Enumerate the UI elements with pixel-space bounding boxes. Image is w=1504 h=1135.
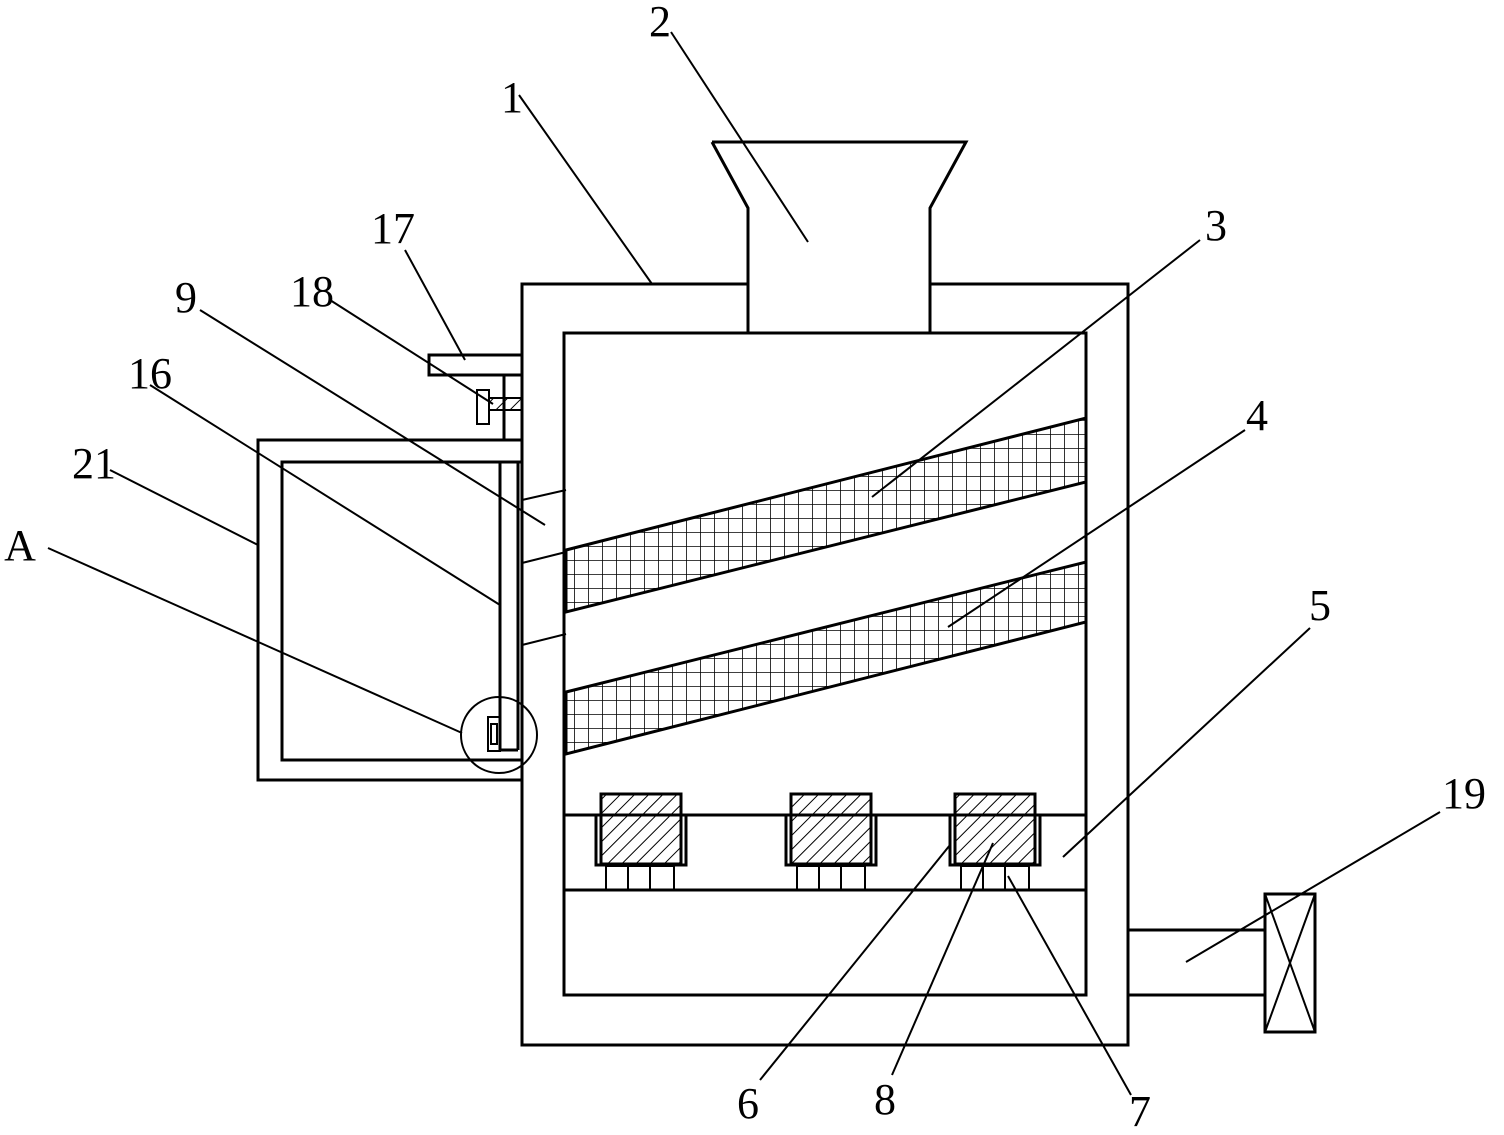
label-3: 3 [1205, 201, 1227, 250]
screen-plate-upper [521, 416, 1088, 614]
vibration-motor-2 [784, 792, 878, 891]
outer-housing [520, 282, 1130, 1047]
feed-hopper [710, 140, 969, 332]
label-6: 6 [737, 1079, 759, 1128]
screen-plate-lower [521, 560, 1088, 756]
part-labels: 1 2 3 4 5 6 8 7 9 16 17 18 19 21 A [4, 0, 1486, 1135]
label-16: 16 [128, 349, 172, 398]
label-8: 8 [874, 1075, 896, 1124]
bracket-assembly [427, 353, 524, 752]
label-1: 1 [501, 73, 523, 122]
vibration-motor-3 [948, 792, 1042, 891]
label-9: 9 [175, 273, 197, 322]
discharge-pipe [1128, 892, 1317, 1034]
label-7: 7 [1129, 1087, 1151, 1135]
label-21: 21 [72, 439, 116, 488]
label-4: 4 [1246, 391, 1268, 440]
detail-a [460, 696, 538, 774]
label-18: 18 [290, 267, 334, 316]
collection-box [256, 438, 522, 782]
leader-lines [47, 31, 1441, 1096]
label-a: A [4, 521, 36, 570]
label-17: 17 [371, 204, 415, 253]
label-5: 5 [1309, 581, 1331, 630]
vibration-motor-1 [594, 792, 688, 891]
label-19: 19 [1442, 769, 1486, 818]
label-2: 2 [649, 0, 671, 46]
